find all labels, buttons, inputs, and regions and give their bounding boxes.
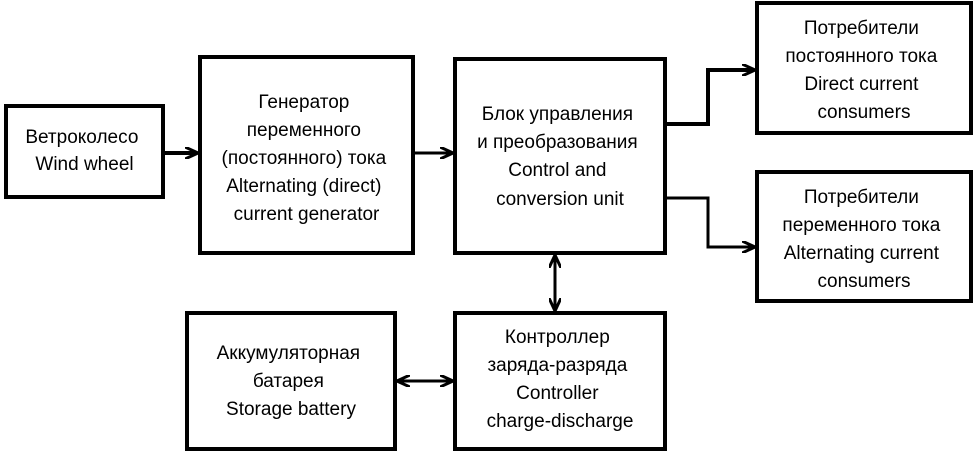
wind-wheel-label: Ветроколесо Wind wheel [25, 127, 143, 175]
arrow-control-unit-to-ac-consumers [665, 196, 754, 247]
battery-label: Аккумуляторная батарея Storage battery [217, 343, 366, 420]
generator-label: Генератор переменного (постоянного) тока… [222, 92, 392, 225]
generator-box: Генератор переменного (постоянного) тока… [198, 55, 415, 255]
ac-consumers-box: Потребители переменного тока Alternating… [755, 170, 973, 303]
battery-box: Аккумуляторная батарея Storage battery [185, 311, 397, 451]
charge-controller-box: Контроллер заряда-разряда Controller cha… [453, 311, 667, 451]
wind-wheel-box: Ветроколесо Wind wheel [4, 104, 165, 199]
dc-consumers-box: Потребители постоянного тока Direct curr… [755, 1, 973, 135]
charge-controller-label: Контроллер заряда-разряда Controller cha… [487, 327, 634, 432]
ac-consumers-label: Потребители переменного тока Alternating… [782, 187, 945, 292]
control-unit-label: Блок управления и преобразования Control… [477, 104, 643, 210]
arrow-control-unit-to-dc-consumers [665, 70, 754, 126]
control-unit-box: Блок управления и преобразования Control… [453, 57, 667, 255]
dc-consumers-label: Потребители постоянного тока Direct curr… [785, 18, 942, 123]
